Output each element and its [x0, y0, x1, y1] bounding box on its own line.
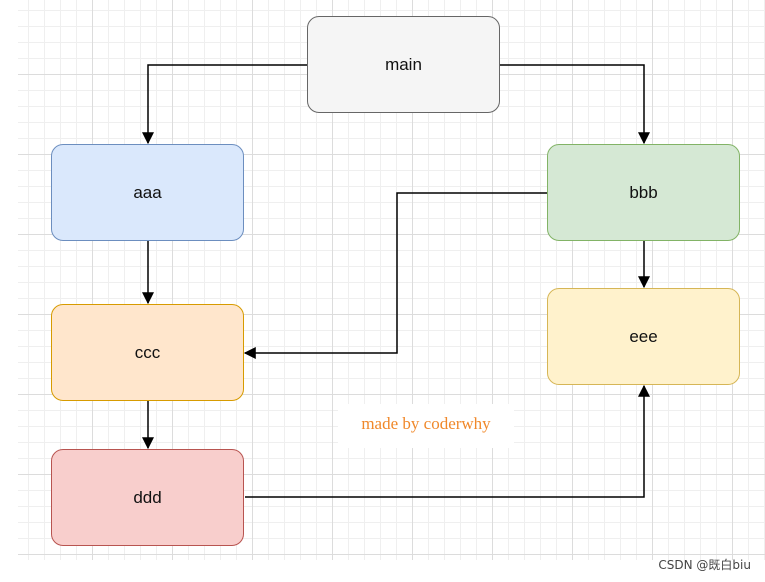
node-main: main — [307, 16, 500, 113]
node-ddd: ddd — [51, 449, 244, 546]
node-main-label: main — [385, 54, 422, 74]
node-ccc-label: ccc — [134, 342, 161, 362]
node-aaa: aaa — [51, 144, 244, 241]
edge-main-bbb — [500, 64, 650, 145]
watermark-background — [338, 404, 514, 448]
edge-main-aaa — [142, 64, 307, 145]
node-eee-label: eee — [629, 326, 658, 346]
node-ccc: ccc — [51, 304, 244, 401]
node-bbb-label: bbb — [629, 182, 658, 202]
edge-bbb-ccc — [243, 192, 547, 359]
watermark: made by coderwhy — [361, 414, 491, 433]
node-aaa-label: aaa — [133, 182, 162, 202]
node-eee: eee — [547, 288, 740, 385]
edge-ddd-eee — [245, 384, 650, 498]
node-bbb: bbb — [547, 144, 740, 241]
source-credit: CSDN @既白biu — [658, 558, 751, 572]
node-ddd-label: ddd — [133, 487, 162, 507]
